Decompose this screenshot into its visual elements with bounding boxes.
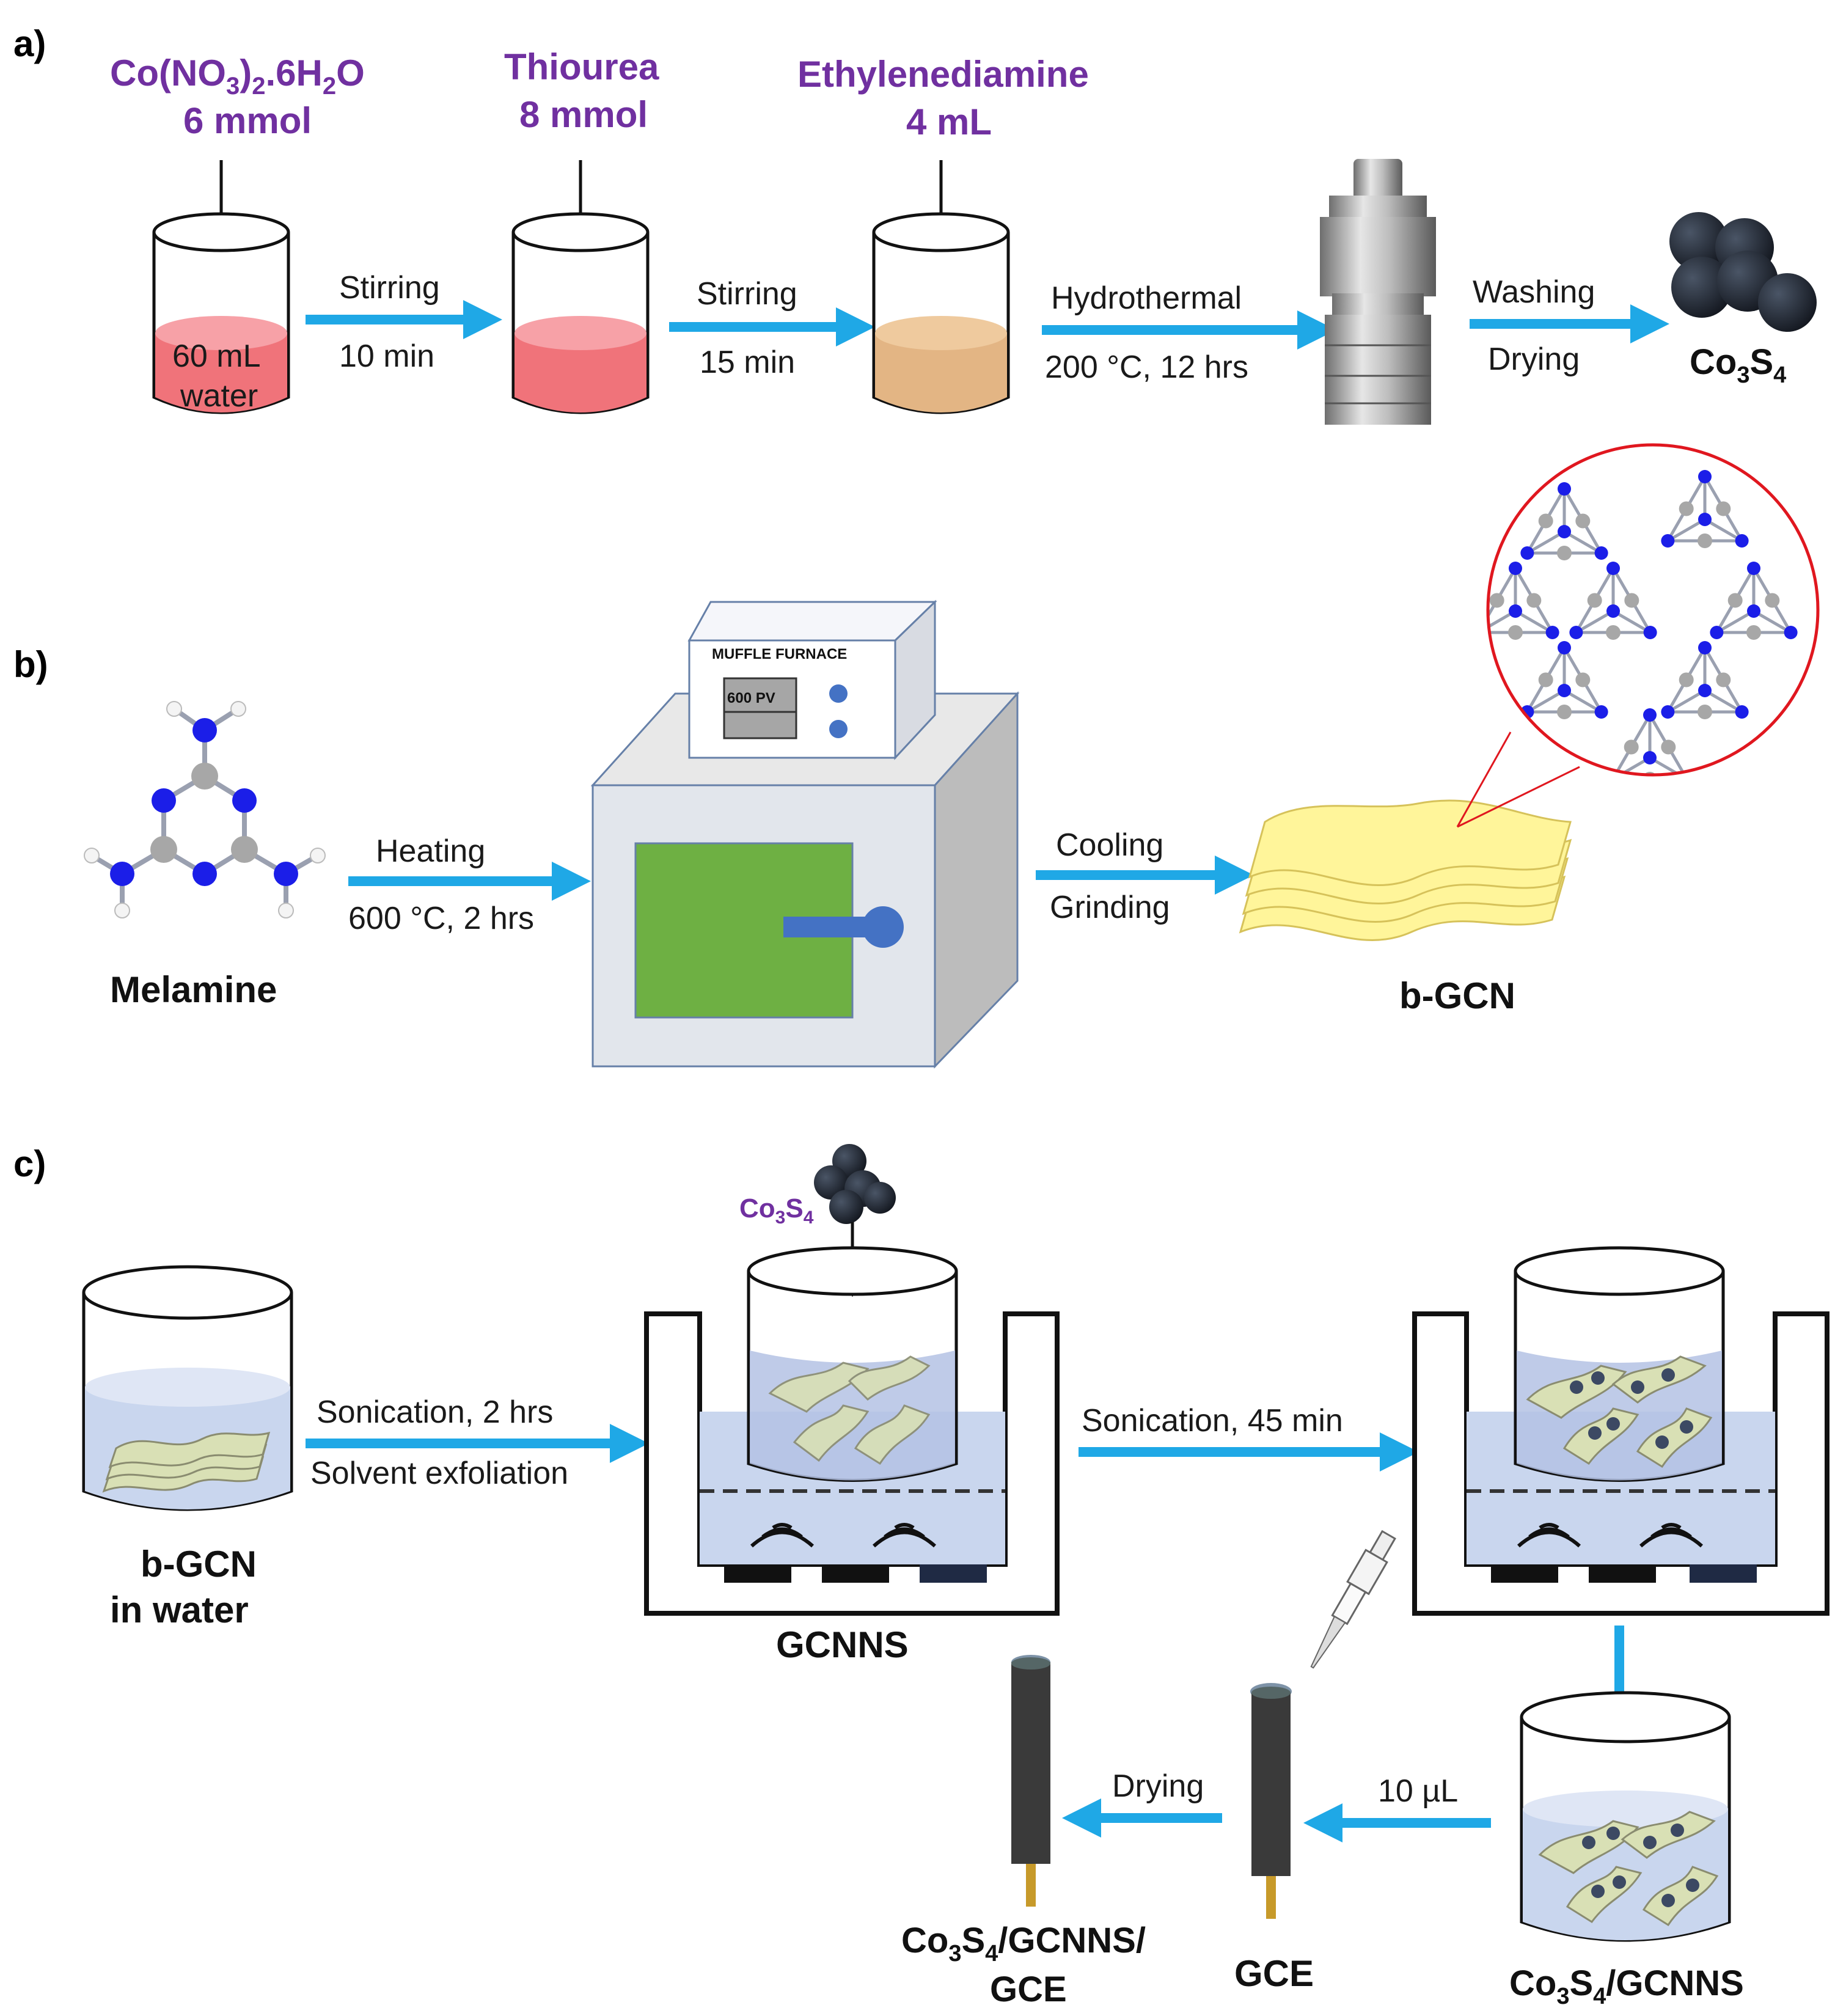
final-electrode-label-line2: GCE: [990, 1970, 1067, 2009]
zoom-line-upper: [1456, 731, 1512, 827]
step-c1-bottom: Solvent exfoliation: [310, 1456, 568, 1491]
gce-electrode-icon: [1250, 1683, 1292, 1919]
gcn-sheets-icon: [1239, 799, 1572, 942]
step-a2-top: Stirring: [697, 276, 797, 312]
step-a3-bottom: 200 °C, 12 hrs: [1045, 350, 1248, 385]
beaker1-line2: water: [180, 378, 258, 414]
reagent-ethylenediamine-amount: 4 mL: [906, 101, 992, 142]
reagent-thiourea: Thiourea: [504, 46, 659, 87]
gcn-lattice-zoom-icon: [1486, 443, 1820, 777]
panel-label-b: b): [13, 644, 48, 685]
beaker-gcn-water: [82, 1265, 293, 1511]
autoclave-icon: [1320, 159, 1436, 425]
drop-volume-label: 10 µL: [1378, 1773, 1458, 1809]
beaker-label-line2: in water: [110, 1589, 249, 1630]
co3s4-add-particles-icon: [814, 1144, 896, 1224]
pipette-icon: [1310, 1530, 1396, 1669]
step-a1-top: Stirring: [339, 270, 440, 306]
step-a1-bottom: 10 min: [339, 339, 434, 374]
bath1-label-gcnns: GCNNS: [776, 1624, 909, 1665]
step-b2-bottom: Grinding: [1050, 890, 1170, 925]
step-b1-bottom: 600 °C, 2 hrs: [348, 901, 534, 936]
melamine-molecule-icon: [84, 701, 326, 918]
step-c5-top: Drying: [1112, 1769, 1204, 1804]
co3s4-particles-icon: [1669, 212, 1817, 332]
beaker-water-pink: [152, 212, 290, 414]
product-b-gcn: b-GCN: [1399, 975, 1515, 1016]
beaker-mixed-pink: [511, 212, 650, 414]
ultrasonic-bath-2: [1412, 1246, 1830, 1616]
reagent-cobalt-amount: 6 mmol: [183, 100, 312, 141]
ultrasonic-bath-1: [644, 1246, 1060, 1616]
reagent-cobalt-nitrate: Co(NO3)2.6H2O: [110, 53, 365, 100]
final-electrode-label-line1: Co3S4/GCNNS/: [901, 1921, 1146, 1967]
furnace-title: MUFFLE FURNACE: [712, 646, 847, 662]
beaker-composite: [1520, 1691, 1731, 1942]
muffle-furnace-icon: [590, 599, 1020, 1069]
precursor-melamine: Melamine: [110, 969, 277, 1010]
panel-label-c: c): [13, 1143, 46, 1184]
reagent-thiourea-amount: 8 mmol: [519, 94, 648, 135]
modified-electrode-icon: [1011, 1655, 1050, 1907]
step-a4-bottom: Drying: [1488, 342, 1580, 377]
zoom-line-lower: [1457, 766, 1580, 828]
step-c1-top: Sonication, 2 hrs: [317, 1395, 553, 1430]
panel-label-a: a): [13, 23, 46, 64]
co3s4-add-label: Co3S4: [739, 1193, 814, 1228]
reagent-ethylenediamine: Ethylenediamine: [797, 54, 1089, 95]
furnace-display: 600 PV: [727, 690, 775, 706]
beaker1-line1: 60 mL: [172, 339, 261, 374]
composite-label: Co3S4/GCNNS: [1509, 1963, 1744, 2009]
step-b1-top: Heating: [376, 834, 485, 869]
step-a3-top: Hydrothermal: [1051, 280, 1242, 316]
product-co3s4: Co3S4: [1690, 342, 1786, 388]
gce-label: GCE: [1234, 1953, 1314, 1994]
step-a2-bottom: 15 min: [700, 345, 795, 380]
beaker-amber: [872, 212, 1010, 414]
beaker-label-line1: b-GCN: [141, 1544, 257, 1585]
step-a4-top: Washing: [1473, 274, 1595, 310]
step-c2-top: Sonication, 45 min: [1082, 1403, 1343, 1439]
step-b2-top: Cooling: [1056, 827, 1163, 863]
